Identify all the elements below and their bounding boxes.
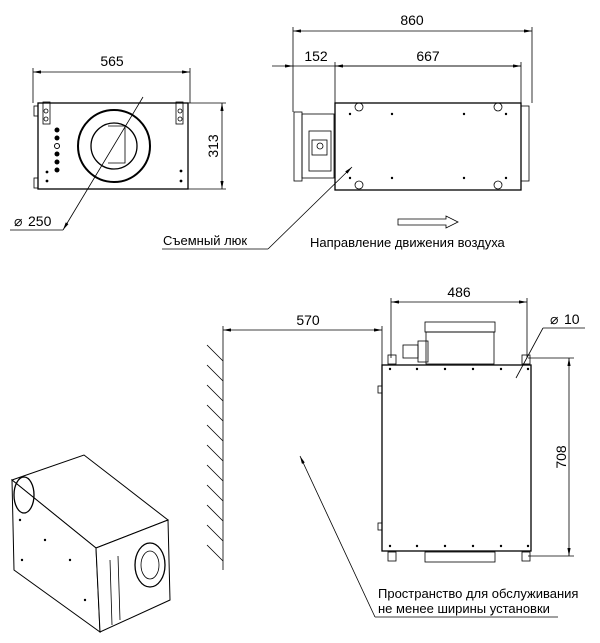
airflow-direction-label: Направление движения воздуха (310, 235, 506, 250)
duct-diameter: 250 (28, 213, 52, 229)
depth-dimension: 708 (553, 445, 569, 469)
duct-length-dimension: 152 (304, 48, 328, 64)
wall-hatching (206, 344, 224, 562)
unit-top-body (381, 364, 532, 552)
service-space-label-line1: Пространство для обслуживания (378, 586, 578, 601)
total-length-dimension: 860 (400, 12, 424, 28)
airflow-arrow-icon (397, 215, 459, 229)
top-view: 570 486 708 ⌀ 10 Пространство для обслуж… (206, 284, 585, 618)
unit-side-body (334, 102, 522, 191)
duct-flange (77, 109, 151, 183)
removable-hatch-label: Съемный люк (163, 233, 247, 248)
side-view: 860 152 667 Направление движения воздуха… (162, 12, 533, 250)
body-length-dimension: 667 (416, 48, 440, 64)
height-dimension: 313 (205, 134, 221, 158)
front-view: 565 313 ⌀ 250 (10, 53, 226, 231)
service-clearance-dimension: 570 (296, 312, 320, 328)
unit-front-body (37, 102, 189, 190)
width-dimension: 486 (447, 284, 471, 300)
isometric-view (10, 454, 171, 634)
diameter-symbol: ⌀ (14, 213, 22, 229)
width-dimension: 565 (100, 53, 124, 69)
service-space-label-line2: не менее ширины установки (378, 601, 550, 616)
hole-diameter: 10 (564, 311, 580, 327)
hole-diameter-symbol: ⌀ (550, 311, 558, 327)
